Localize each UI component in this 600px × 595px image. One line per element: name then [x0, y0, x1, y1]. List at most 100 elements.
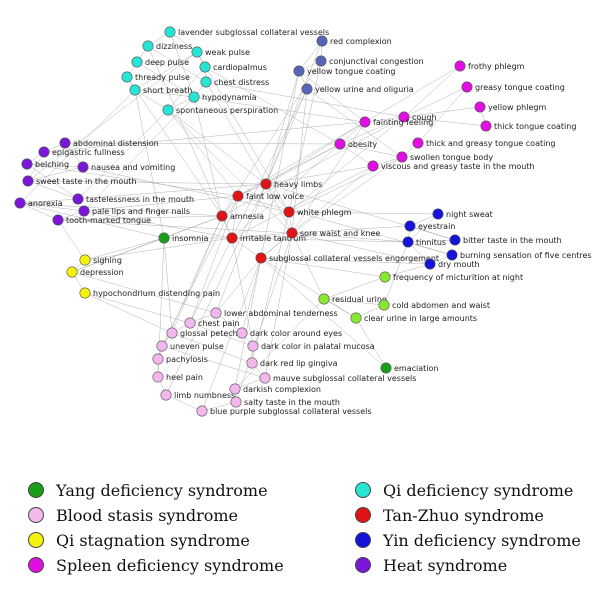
node-dot[interactable]: [131, 56, 143, 68]
node-cough[interactable]: cough: [398, 111, 437, 123]
node-spontaneous[interactable]: spontaneous perspiration: [162, 104, 278, 116]
node-dot[interactable]: [449, 234, 461, 246]
node-dot[interactable]: [283, 206, 295, 218]
node-dot[interactable]: [142, 40, 154, 52]
node-salty[interactable]: salty taste in the mouth: [230, 396, 340, 408]
node-chest_distress[interactable]: chest distress: [200, 76, 269, 88]
node-dot[interactable]: [200, 76, 212, 88]
node-clear_urine[interactable]: clear urine in large amounts: [350, 312, 477, 324]
node-dot[interactable]: [66, 266, 78, 278]
node-white_phlegm[interactable]: white phlegm: [283, 206, 352, 218]
node-cardiopalmus[interactable]: cardiopalmus: [199, 61, 267, 73]
node-dot[interactable]: [367, 160, 379, 172]
node-cold_abdomen[interactable]: cold abdomen and waist: [378, 299, 490, 311]
node-obesity[interactable]: obesity: [334, 138, 378, 150]
node-dot[interactable]: [316, 35, 328, 47]
node-dot[interactable]: [152, 371, 164, 383]
node-sore_waist[interactable]: sore waist and knee: [286, 227, 381, 239]
node-dot[interactable]: [255, 252, 267, 264]
node-glossal_pet[interactable]: glossal petechia: [166, 327, 245, 339]
node-dot[interactable]: [259, 372, 271, 384]
node-dot[interactable]: [162, 104, 174, 116]
node-uneven_pulse[interactable]: uneven pulse: [156, 340, 224, 352]
node-viscous[interactable]: viscous and greasy taste in the mouth: [367, 160, 535, 172]
node-yellow_tongue[interactable]: yellow tongue coating: [293, 65, 396, 77]
node-weak_pulse[interactable]: weak pulse: [191, 46, 250, 58]
node-yellow_urine[interactable]: yellow urine and oliguria: [301, 83, 414, 95]
node-sighing[interactable]: sighing: [79, 254, 122, 266]
node-dot[interactable]: [158, 232, 170, 244]
node-dot[interactable]: [480, 120, 492, 132]
node-dot[interactable]: [293, 65, 305, 77]
node-eyestrain[interactable]: eyestrain: [404, 220, 456, 232]
node-tooth_marked[interactable]: tooth-marked tongue: [52, 214, 151, 226]
node-heel_pain[interactable]: heel pain: [152, 371, 203, 383]
node-dot[interactable]: [166, 327, 178, 339]
node-greasy_coating[interactable]: greasy tongue coating: [461, 81, 565, 93]
node-emaciation[interactable]: emaciation: [380, 362, 439, 374]
node-dot[interactable]: [199, 61, 211, 73]
node-hypochondrium[interactable]: hypochondrium distending pain: [79, 287, 220, 299]
node-faint_voice[interactable]: faint low voice: [232, 190, 304, 202]
node-dot[interactable]: [236, 327, 248, 339]
node-residual_urine[interactable]: residual urine: [318, 293, 387, 305]
node-pachylosis[interactable]: pachylosis: [152, 353, 208, 365]
node-dot[interactable]: [404, 220, 416, 232]
node-fainting[interactable]: fainting feeling: [359, 116, 434, 128]
node-dot[interactable]: [230, 396, 242, 408]
node-dot[interactable]: [232, 190, 244, 202]
node-dot[interactable]: [52, 214, 64, 226]
node-dot[interactable]: [334, 138, 346, 150]
node-dot[interactable]: [196, 405, 208, 417]
node-dot[interactable]: [188, 91, 200, 103]
node-dot[interactable]: [424, 258, 436, 270]
node-dot[interactable]: [246, 357, 258, 369]
node-dot[interactable]: [156, 340, 168, 352]
node-dot[interactable]: [226, 232, 238, 244]
node-dot[interactable]: [78, 205, 90, 217]
node-depression[interactable]: depression: [66, 266, 124, 278]
node-anorexia[interactable]: anorexia: [14, 197, 63, 209]
node-dry_mouth[interactable]: dry mouth: [424, 258, 480, 270]
node-dot[interactable]: [121, 71, 133, 83]
node-dot[interactable]: [474, 101, 486, 113]
node-dot[interactable]: [164, 26, 176, 38]
node-dot[interactable]: [77, 161, 89, 173]
node-conjunctival[interactable]: conjunctival congestion: [315, 55, 424, 67]
node-dot[interactable]: [59, 137, 71, 149]
node-bitter_taste[interactable]: bitter taste in the mouth: [449, 234, 562, 246]
node-dot[interactable]: [210, 307, 222, 319]
node-dot[interactable]: [191, 46, 203, 58]
node-dot[interactable]: [379, 271, 391, 283]
node-dot[interactable]: [129, 84, 141, 96]
node-nausea[interactable]: nausea and vomiting: [77, 161, 176, 173]
node-dot[interactable]: [396, 151, 408, 163]
node-dot[interactable]: [315, 55, 327, 67]
node-burning[interactable]: burning sensation of five centres: [446, 249, 592, 261]
node-dot[interactable]: [14, 197, 26, 209]
node-dot[interactable]: [184, 317, 196, 329]
node-sweet_taste[interactable]: sweet taste in the mouth: [22, 175, 137, 187]
node-tastelessness[interactable]: tastelessness in the mouth: [72, 193, 194, 205]
node-dot[interactable]: [402, 236, 414, 248]
node-dot[interactable]: [301, 83, 313, 95]
node-freq_mict[interactable]: frequency of micturition at night: [379, 271, 523, 283]
node-dot[interactable]: [38, 146, 50, 158]
node-red_complexion[interactable]: red complexion: [316, 35, 392, 47]
node-dizziness[interactable]: dizziness: [142, 40, 192, 52]
node-dot[interactable]: [378, 299, 390, 311]
node-dot[interactable]: [79, 254, 91, 266]
node-hypodynamia[interactable]: hypodynamia: [188, 91, 257, 103]
node-heavy_limbs[interactable]: heavy limbs: [260, 178, 323, 190]
node-dot[interactable]: [454, 60, 466, 72]
node-lower_abd[interactable]: lower abdominal tenderness: [210, 307, 338, 319]
node-dot[interactable]: [359, 116, 371, 128]
node-dot[interactable]: [152, 353, 164, 365]
node-dot[interactable]: [229, 383, 241, 395]
node-short_breath[interactable]: short breath: [129, 84, 193, 96]
node-dot[interactable]: [446, 249, 458, 261]
node-dot[interactable]: [21, 158, 33, 170]
node-swollen[interactable]: swollen tongue body: [396, 151, 494, 163]
node-belching[interactable]: belching: [21, 158, 69, 170]
node-chest_pain[interactable]: chest pain: [184, 317, 240, 329]
